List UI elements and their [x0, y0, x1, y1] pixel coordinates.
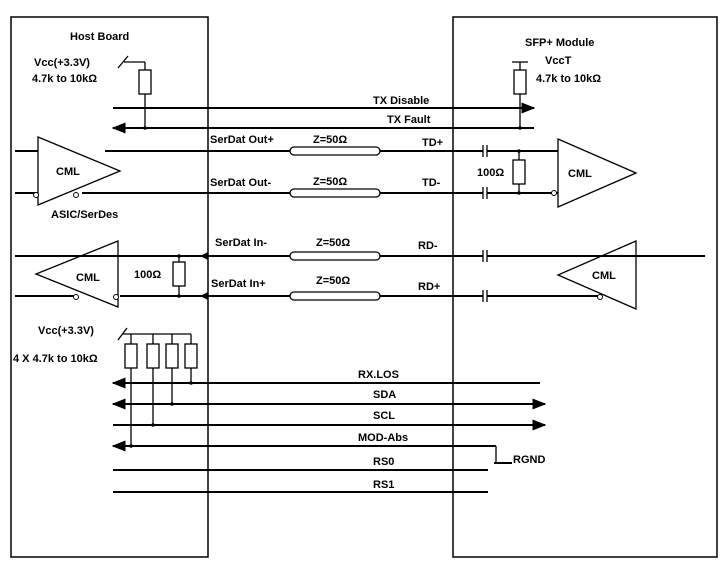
module-rx-cml-driver	[556, 240, 637, 310]
host-vcc-rx-label: Vcc(+3.3V)	[38, 325, 94, 337]
host-pullup-value: 4.7k to 10kΩ	[32, 73, 97, 85]
module-vcct-label: VccT	[545, 55, 572, 67]
sda-label: SDA	[373, 389, 396, 401]
host-pullup-resistor	[138, 69, 152, 95]
serdat-in-n-label: SerDat In-	[215, 237, 267, 249]
host-pullup-4x-value: 4 X 4.7k to 10kΩ	[13, 353, 98, 365]
tx-n-impedance	[289, 188, 381, 198]
mod-abs-label: MOD-Abs	[358, 432, 408, 444]
tx-disable-label: TX Disable	[373, 95, 429, 107]
module-pullup-resistor	[513, 69, 527, 95]
sfp-module-title: SFP+ Module	[525, 37, 594, 49]
host-rx-term-value: 100Ω	[134, 269, 161, 281]
host-board-title: Host Board	[70, 31, 129, 43]
host-tx-cml-label: CML	[56, 166, 80, 178]
module-tx-termination	[512, 159, 526, 185]
host-rx-termination	[172, 261, 186, 287]
z-rx-p: Z=50Ω	[316, 275, 350, 287]
rs1-label: RS1	[373, 479, 394, 491]
module-pullup-value: 4.7k to 10kΩ	[536, 73, 601, 85]
asic-serdes-label: ASIC/SerDes	[51, 209, 118, 221]
pullup-r2	[146, 343, 160, 369]
host-rx-cml-label: CML	[76, 272, 100, 284]
host-vcc-tick	[117, 55, 129, 69]
z-tx-p: Z=50Ω	[313, 134, 347, 146]
serdat-out-p-label: SerDat Out+	[210, 134, 274, 146]
sfp-module-box	[452, 16, 718, 558]
tx-fault-label: TX Fault	[387, 114, 431, 126]
rx-los-label: RX.LOS	[358, 369, 399, 381]
rs0-label: RS0	[373, 456, 394, 468]
host-rx-cml-receiver	[34, 240, 119, 308]
rgnd-label: RGND	[513, 454, 545, 466]
host-board-box	[10, 16, 209, 558]
rd-n-label: RD-	[418, 240, 438, 252]
serdat-in-p-label: SerDat In+	[211, 278, 266, 290]
pullup-r1	[124, 343, 138, 369]
host-vcc-label: Vcc(+3.3V)	[34, 57, 90, 69]
module-rx-cml-label: CML	[592, 270, 616, 282]
td-p-label: TD+	[422, 137, 443, 149]
module-tx-term-value: 100Ω	[477, 167, 504, 179]
host-tx-cml-driver	[37, 136, 122, 206]
td-n-label: TD-	[422, 177, 441, 189]
module-tx-cml-receiver	[557, 138, 638, 208]
pullup-r3	[165, 343, 179, 369]
module-tx-cml-label: CML	[568, 168, 592, 180]
rd-p-label: RD+	[418, 281, 440, 293]
rx-n-impedance	[289, 251, 381, 261]
serdat-out-n-label: SerDat Out-	[210, 177, 271, 189]
tx-p-impedance	[289, 146, 381, 156]
scl-label: SCL	[373, 410, 395, 422]
z-tx-n: Z=50Ω	[313, 176, 347, 188]
pullup-r4	[184, 343, 198, 369]
rx-p-impedance	[289, 291, 381, 301]
z-rx-n: Z=50Ω	[316, 237, 350, 249]
